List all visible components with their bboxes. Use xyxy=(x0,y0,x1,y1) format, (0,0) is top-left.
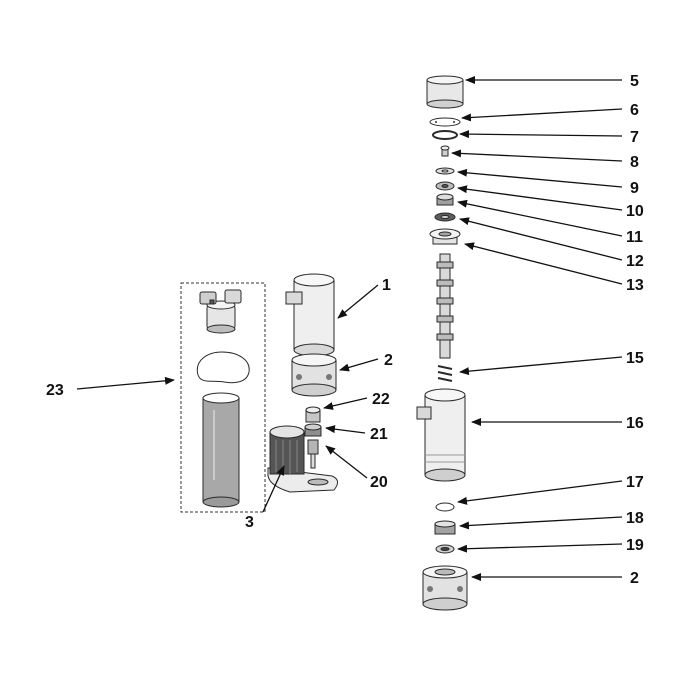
callout-7: 7 xyxy=(630,129,639,146)
part-16-motor xyxy=(416,388,466,482)
callout-8: 8 xyxy=(630,154,639,171)
part-22-nut xyxy=(305,406,321,423)
callout-labels: 5 6 7 8 9 10 11 12 13 15 16 17 18 19 2 1… xyxy=(46,73,644,587)
part-18-bearing xyxy=(434,520,456,535)
part-8-screw xyxy=(440,145,450,157)
part-13-flange xyxy=(429,228,461,245)
gasket-loop xyxy=(196,351,250,384)
part-2-collar-left xyxy=(291,353,337,397)
callout-23: 23 xyxy=(46,382,64,399)
callout-3: 3 xyxy=(245,514,254,531)
part-17-gasket xyxy=(435,502,455,512)
callout-22: 22 xyxy=(372,391,390,408)
leader-lines xyxy=(76,76,623,581)
callout-2-left: 2 xyxy=(384,352,393,369)
callout-6: 6 xyxy=(630,102,639,119)
part-2-collar-right xyxy=(422,565,468,611)
part-10-bearing xyxy=(435,181,455,191)
impeller-shaft xyxy=(436,253,454,359)
part-9-washer xyxy=(435,167,455,175)
callout-5: 5 xyxy=(630,73,639,90)
part-20-shaft xyxy=(307,439,319,469)
callout-17: 17 xyxy=(626,474,644,491)
callout-2-right: 2 xyxy=(630,570,639,587)
callout-11: 11 xyxy=(626,229,643,246)
part-5-cap xyxy=(426,75,464,109)
part-6-plate xyxy=(429,117,461,127)
part-12-seal xyxy=(434,212,456,222)
callout-19: 19 xyxy=(626,537,644,554)
filter-tube xyxy=(202,392,240,508)
callout-20: 20 xyxy=(370,474,388,491)
callout-9: 9 xyxy=(630,180,639,197)
callout-21: 21 xyxy=(370,426,388,443)
callout-13: 13 xyxy=(626,277,644,294)
part-1-housing xyxy=(285,273,335,357)
callout-18: 18 xyxy=(626,510,644,527)
part-21-gear xyxy=(304,423,322,437)
callout-1: 1 xyxy=(382,277,391,294)
part-7-ring xyxy=(432,130,458,140)
valve-head xyxy=(199,289,242,334)
kit-dashed-border xyxy=(180,282,266,513)
part-11-bushing xyxy=(436,193,454,206)
part-15-spring xyxy=(437,365,453,382)
callout-16: 16 xyxy=(626,415,644,432)
callout-10: 10 xyxy=(626,203,644,220)
part-3-base xyxy=(267,425,338,493)
callout-12: 12 xyxy=(626,253,644,270)
part-23-kit xyxy=(180,282,266,513)
callout-15: 15 xyxy=(626,350,644,367)
part-19-washer xyxy=(435,544,455,554)
